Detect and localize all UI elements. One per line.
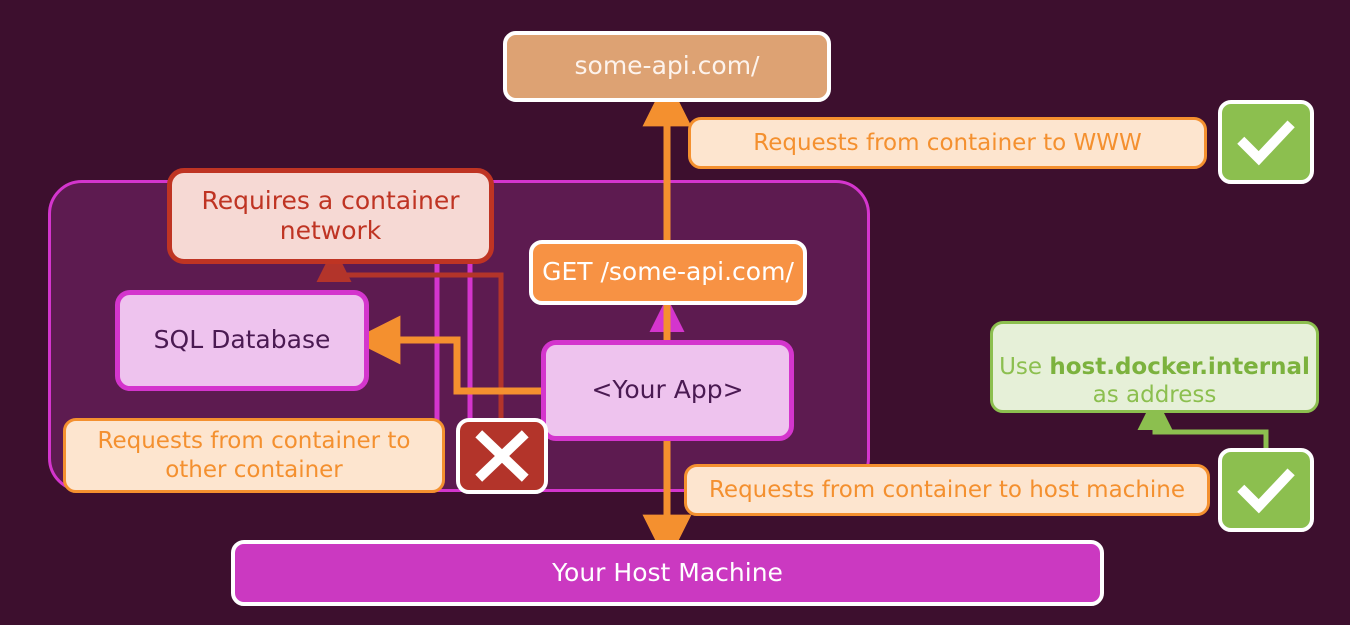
node-get-request[interactable]: GET /some-api.com/ — [529, 240, 807, 305]
host-docker-internal-line-1: Use host.docker.internal — [999, 325, 1310, 381]
host-docker-internal-strong: host.docker.internal — [1049, 353, 1310, 380]
cross-icon — [475, 430, 529, 482]
node-some-api[interactable]: some-api.com/ — [503, 31, 831, 102]
check-icon — [1237, 120, 1295, 166]
node-sql-database-label: SQL Database — [153, 325, 331, 355]
node-get-request-label: GET /some-api.com/ — [542, 257, 794, 287]
node-your-app-label: <Your App> — [591, 375, 744, 405]
status-cross-other-container — [456, 418, 548, 494]
note-requires-a-container-network: Requires a container network — [167, 168, 494, 264]
node-your-app[interactable]: <Your App> — [541, 340, 794, 441]
node-your-host-machine[interactable]: Your Host Machine — [231, 540, 1104, 606]
check-icon — [1237, 468, 1295, 514]
note-requests-from-container-to-host-machine: Requests from container to host machine — [684, 464, 1210, 516]
note-requests-from-container-to-www: Requests from container to WWW — [688, 117, 1207, 169]
note-requests-www-label: Requests from container to WWW — [753, 129, 1142, 156]
status-check-www — [1218, 100, 1314, 184]
note-requests-from-container-to-other-container: Requests from container to other contain… — [63, 418, 445, 493]
status-check-host — [1218, 448, 1314, 532]
note-requests-host-machine-label: Requests from container to host machine — [708, 476, 1186, 503]
note-requests-other-container-label: Requests from container to other contain… — [97, 428, 411, 483]
host-docker-internal-prefix: Use — [999, 353, 1050, 380]
host-docker-internal-line-2: as address — [1092, 382, 1217, 409]
note-requires-network-label: Requires a container network — [201, 185, 460, 246]
edge-check-to-host-docker-internal — [1137, 395, 1269, 450]
node-sql-database[interactable]: SQL Database — [115, 290, 369, 391]
node-some-api-label: some-api.com/ — [574, 51, 760, 81]
note-host-docker-internal: Use host.docker.internal as address — [990, 321, 1319, 413]
node-your-host-machine-label: Your Host Machine — [552, 557, 783, 587]
